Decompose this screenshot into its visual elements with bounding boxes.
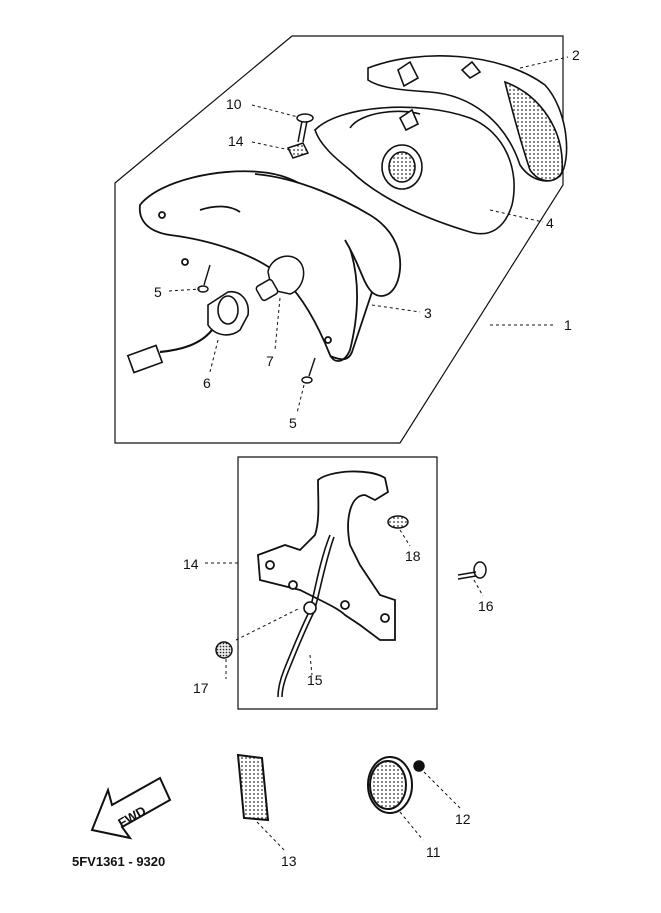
reflector-13-part [236,753,270,822]
label-part-6: 6 [203,375,211,391]
housing-part [138,170,402,362]
screw-5a-part [197,264,211,293]
catalog-code: 5FV1361 - 9320 [72,854,165,869]
label-part-16: 16 [478,598,494,614]
label-part-4: 4 [546,215,554,231]
label-part-5b: 5 [289,415,297,431]
label-part-11: 11 [426,844,441,860]
label-part-14a: 14 [228,133,244,149]
part-labels: 1 2 3 4 5 5 6 7 10 14 14 15 16 17 18 11 … [154,47,580,869]
assembly-outline [114,35,564,444]
label-part-3: 3 [424,305,432,321]
nut-12-part [413,760,425,772]
bulb-7-part [255,255,305,302]
nut-17-part [215,641,233,659]
label-part-18: 18 [405,548,421,564]
socket-cord-part [126,290,250,374]
bracket-outline [237,456,438,710]
label-part-13: 13 [281,853,297,869]
nut-14-part [286,142,310,159]
fwd-arrow-icon: FWD [90,776,172,840]
leader-lines [168,56,569,853]
label-part-10: 10 [226,96,242,112]
label-part-5a: 5 [154,284,162,300]
label-part-7: 7 [266,353,274,369]
label-part-2: 2 [572,47,580,63]
label-part-15: 15 [307,672,323,688]
bracket-14-part [257,470,396,641]
screw-10-part [296,113,314,143]
reflector-11-part [367,756,413,814]
label-part-14b: 14 [183,556,199,572]
lens-part [367,55,568,182]
lead-15-part [277,534,335,698]
screw-5b-part [301,357,316,384]
label-part-12: 12 [455,811,471,827]
label-part-1: 1 [564,317,572,333]
reflector-body-part [314,106,515,235]
bulb-18-part [387,515,409,529]
label-part-17: 17 [193,680,209,696]
bolt-16-part [457,561,487,580]
